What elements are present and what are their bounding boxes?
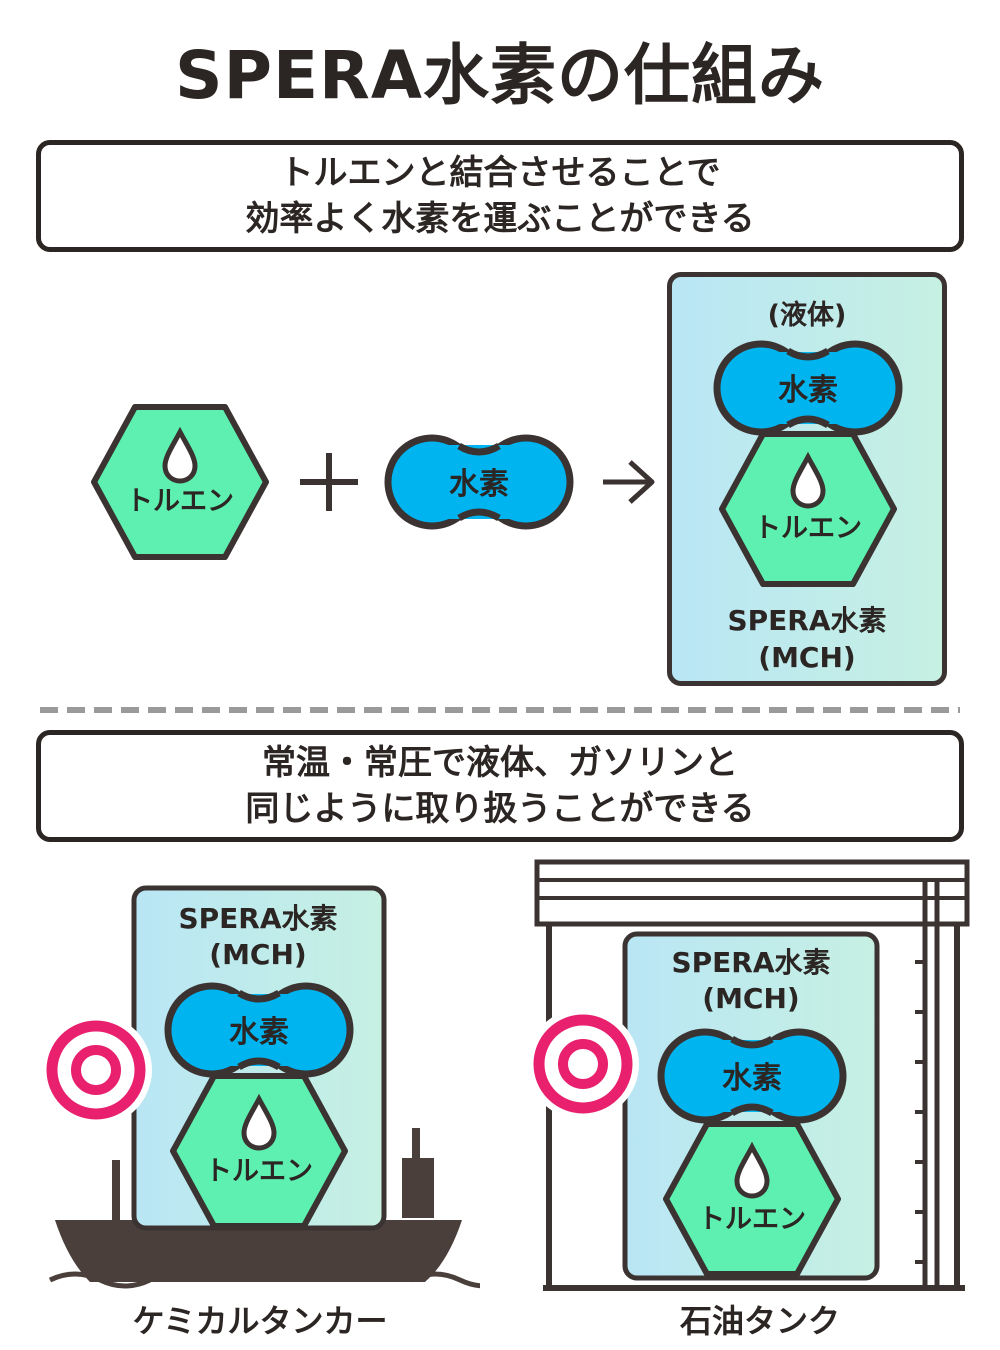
hydrogen-label: 水素 — [778, 373, 838, 408]
ship-icon — [48, 1128, 480, 1289]
liquid-label: (液体) — [768, 300, 847, 331]
toluene-molecule: トルエン — [170, 1073, 348, 1229]
toluene-label: トルエン — [205, 1156, 313, 1187]
hydrogen-label: 水素 — [449, 467, 509, 502]
mch-abbr: (MCH) — [758, 641, 855, 674]
page-title: SPERA水素の仕組み — [175, 37, 825, 114]
reaction-diagram: トルエン 水素 — [91, 404, 655, 560]
droplet-icon — [162, 426, 198, 484]
hydrogen-molecule: 水素 — [384, 434, 574, 530]
oil-tank-illustration: SPERA水素 (MCH) 水素 トルエン — [527, 859, 970, 1291]
section-divider — [40, 707, 960, 713]
target-icon — [527, 1008, 639, 1120]
toluene-molecule: トルエン — [719, 431, 897, 587]
hydrogen-label: 水素 — [722, 1061, 782, 1096]
toluene-label: トルエン — [126, 486, 234, 517]
mch-name: SPERA水素 — [178, 902, 337, 935]
hydrogen-molecule: 水素 — [164, 982, 354, 1078]
target-icon — [40, 1014, 152, 1126]
arrow-right-icon — [603, 460, 655, 504]
plus-icon — [300, 453, 358, 511]
tanker-label: ケミカルタンカー — [132, 1302, 388, 1340]
mch-molecule: (液体) 水素 トルエン SPERA水素 (MCH) — [713, 300, 903, 674]
toluene-label: トルエン — [754, 513, 862, 544]
toluene-label: トルエン — [698, 1204, 806, 1235]
mch-abbr: (MCH) — [209, 938, 306, 971]
droplet-icon — [241, 1093, 277, 1151]
section1-heading-line1: トルエンと結合させることで — [279, 153, 721, 193]
toluene-molecule: トルエン — [91, 404, 269, 560]
droplet-icon — [734, 1141, 770, 1199]
tank-label: 石油タンク — [679, 1302, 840, 1340]
tank-icon — [534, 859, 970, 1291]
chemical-tanker-illustration: SPERA水素 (MCH) 水素 トルエン — [40, 885, 480, 1289]
hydrogen-label: 水素 — [229, 1015, 289, 1050]
mch-abbr: (MCH) — [702, 982, 799, 1015]
hydrogen-molecule: 水素 — [657, 1028, 847, 1124]
section1-heading-line2: 効率よく水素を運ぶことができる — [245, 199, 755, 239]
toluene-molecule: トルエン — [663, 1121, 841, 1277]
section2-heading: 常温・常圧で液体、ガソリンと 同じように取り扱うことができる — [36, 730, 964, 842]
section1-heading: トルエンと結合させることで 効率よく水素を運ぶことができる — [36, 140, 964, 252]
mch-name: SPERA水素 — [671, 946, 830, 979]
section2-heading-line1: 常温・常圧で液体、ガソリンと — [262, 743, 738, 783]
section2-heading-line2: 同じように取り扱うことができる — [245, 789, 755, 829]
droplet-icon — [790, 451, 826, 509]
mch-name: SPERA水素 — [727, 604, 886, 637]
hydrogen-molecule: 水素 — [713, 340, 903, 436]
